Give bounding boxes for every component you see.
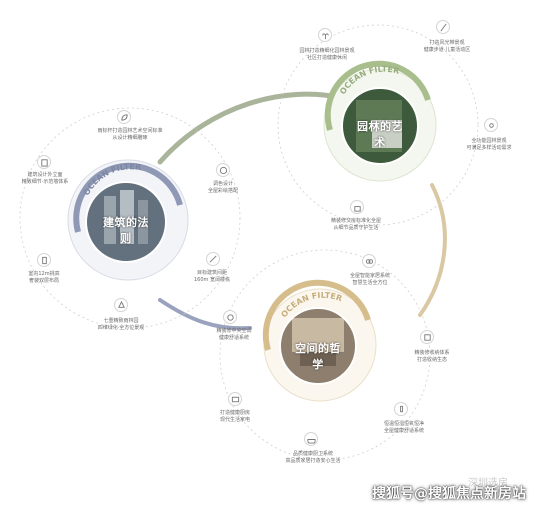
connector-arc-green-right: [418, 183, 447, 317]
watermark-brand: 搜狐号@搜狐焦点新房站: [372, 486, 526, 502]
circle-architecture: [67, 159, 189, 281]
label-s-b: 品质健康厨卫系统 高品质家居打造安心生活: [285, 451, 341, 464]
orbit-garden: [277, 24, 479, 226]
label-s-r: 精装修收纳体系 打造收纳生态: [414, 350, 450, 363]
leaf-icon: [117, 110, 131, 124]
bathtub-icon: [304, 432, 318, 446]
label-a-l: 室内12m挑高 奢装双层布局: [28, 271, 60, 284]
tv-icon: [228, 392, 242, 406]
label-s-lb: 打造健康厨房 现代生活家电: [219, 410, 250, 423]
orbit-space: [219, 249, 431, 461]
connector-arc-blue-to-gold: [158, 298, 252, 331]
flower-icon: [484, 118, 498, 132]
label-s-rb: 恒温恒湿恒氧恒净 全屋健康舒适系统: [383, 421, 424, 434]
label-g-r: 全功能园林景观 可满足多样活动需求: [466, 138, 512, 151]
circle-garden: [323, 60, 437, 182]
label-g-b: 精装修交房标准化全屋 从细节品质守护生活: [330, 218, 381, 231]
building-icon: [37, 155, 51, 169]
label-s-l: 精装修中央空调 健康舒适系统: [216, 328, 252, 341]
watermark-sub: 深圳选房: [468, 478, 508, 489]
door-icon: [37, 253, 51, 267]
link-icon: [362, 254, 376, 268]
label-a-r: 目标建筑间距 160m 宽阔楼栋: [193, 270, 230, 283]
path-icon: [436, 20, 450, 34]
label-a-tl: 建筑设计外立面 精致细节·示范墙体系: [21, 172, 69, 185]
tree-icon: [114, 298, 128, 312]
box-icon: [420, 330, 434, 344]
title-garden: 园林的艺术: [357, 120, 403, 149]
circle-space: [262, 279, 377, 402]
palette-icon: [216, 163, 230, 177]
sprout-icon: [318, 28, 332, 42]
title-architecture: 建筑的法则: [103, 216, 149, 245]
label-g-tl: 园林打造精细化园林景观 社区打造健康休闲: [299, 48, 355, 61]
label-a-tr: 调色设计 全屋彩绘搭配: [207, 181, 238, 194]
ruler-icon: [206, 252, 220, 266]
label-g-tr: 打造风光带景观 健康步道·儿童活动区: [423, 40, 471, 53]
connector-arc-blue-to-green: [157, 91, 345, 165]
gift-icon: [350, 200, 364, 214]
thermometer-icon: [394, 402, 408, 416]
fan-icon: [223, 310, 237, 324]
title-space: 空间的哲学: [295, 342, 341, 371]
label-a-bot: 七重精致雨林园 四维绿化·全方位景观: [97, 318, 145, 331]
orbit-architecture: [19, 107, 241, 329]
label-s-t: 全屋智能家居系统 智慧生活全方位: [349, 273, 390, 286]
label-a-top: 雨标杆打造园林艺术空间标准 从设计精细雕琢: [97, 128, 163, 141]
